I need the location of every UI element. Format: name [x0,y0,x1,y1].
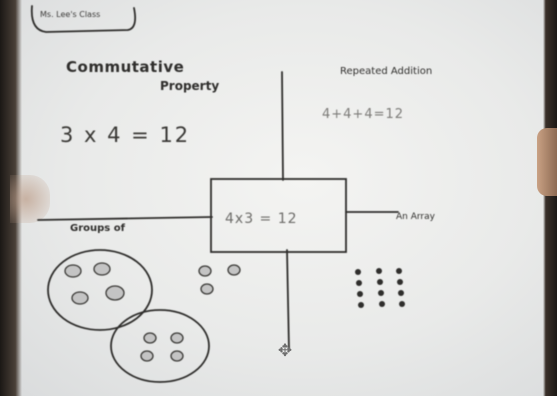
group-dot [170,350,184,362]
title-line-1: Commutative [66,58,185,76]
left-hand [10,175,50,223]
group-dot [105,285,125,301]
array-dot [358,302,364,308]
loose-dot [198,265,212,277]
center-box-text: 4x3 = 12 [225,211,298,227]
loose-dot [227,264,241,276]
array-label: An Array [396,212,435,222]
array-dot [399,301,405,307]
group-dot [71,291,89,305]
array-dot [376,268,382,274]
groups-label: Groups of [70,223,125,234]
group-dot [93,262,111,276]
center-box [210,178,347,253]
right-hand [537,128,557,196]
repeated-addition-label: Repeated Addition [340,66,433,77]
array-dot [355,269,361,275]
move-cursor-icon: ✥ [277,341,293,360]
vertical-divider-lower [286,249,290,351]
group-dot [140,350,154,362]
group-circle-1 [47,249,153,331]
repeated-addition-equation: 4+4+4=12 [322,107,405,122]
array-dot [356,280,362,286]
corner-label-outline [30,5,137,33]
group-dot [64,264,82,278]
array-dot [357,291,363,297]
array-dot [396,268,402,274]
array-dot [378,290,384,296]
group-circle-2 [110,309,210,383]
corner-label: Ms. Lee's Class [40,10,101,19]
array-dot [398,290,404,296]
title-line-2: Property [160,79,220,93]
array-dot [397,279,403,285]
vertical-divider [281,71,284,181]
array-dot [379,301,385,307]
group-dot [143,332,157,344]
multiplication-equation: 3 x 4 = 12 [60,123,191,147]
horizontal-divider-left [37,216,213,221]
array-dot [377,279,383,285]
right-shadow-edge [543,0,557,396]
loose-dot [200,283,214,295]
group-dot [170,332,184,344]
